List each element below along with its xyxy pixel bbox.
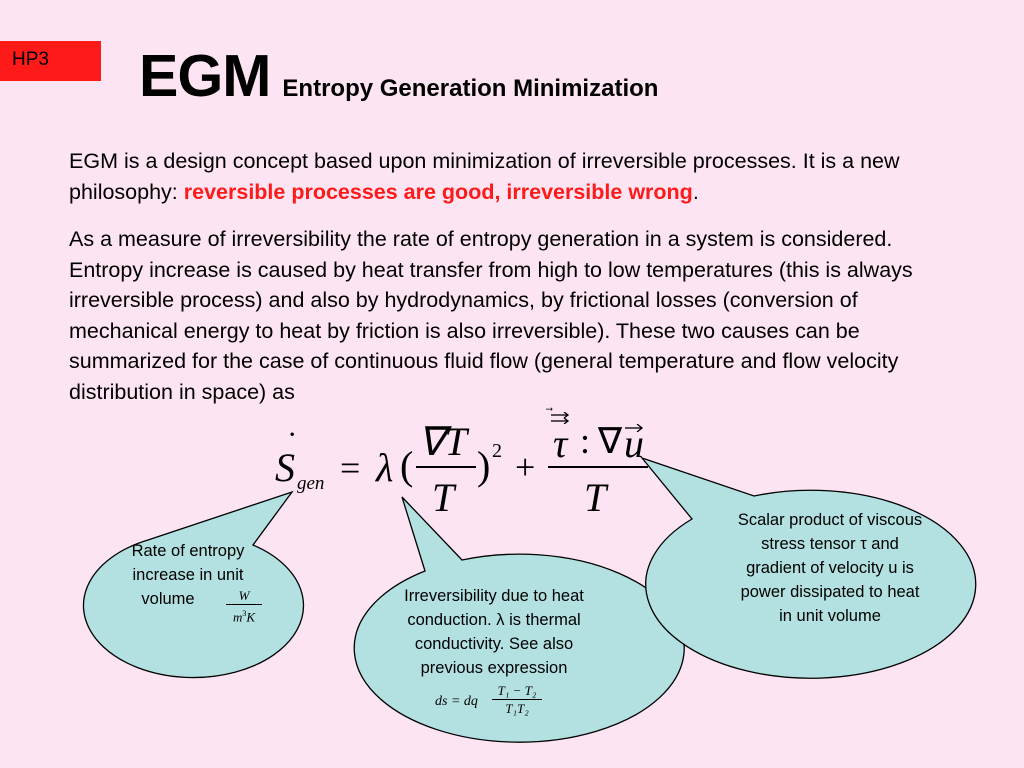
formula-lhs: ds = dq (435, 694, 478, 709)
eq-rparen: ) (477, 443, 491, 488)
eq-dot: · (288, 418, 296, 451)
eq-plus: + (515, 447, 536, 487)
formula-fraction: T₁ − T₂ T₁T₂ (492, 683, 542, 718)
callout-middle-line-3: conductivity. See also (414, 635, 574, 653)
eq-square: 2 (492, 440, 502, 462)
paragraph-explanation: As a measure of irreversibility the rate… (69, 227, 913, 404)
title-main: EGM (139, 43, 271, 109)
intro-highlight: reversible processes are good, irreversi… (183, 179, 693, 204)
callout-middle-text: Irreversibility due to heat conduction. … (364, 584, 624, 680)
callout-left-line-3-row: volume (98, 587, 278, 611)
callout-middle-balloon (353, 496, 685, 743)
title-subtitle: Entropy Generation Minimization (282, 75, 659, 102)
eq-S: S (275, 445, 295, 490)
eq-lparen: ( (400, 443, 414, 488)
formula-numerator: T₁ − T₂ (497, 683, 537, 698)
eq-velocity-arrow (625, 424, 644, 432)
callout-left-line-3: volume (141, 590, 195, 608)
callout-right-line-5: in unit volume (779, 607, 881, 625)
callout-right-line-4: power dissipated to heat (740, 583, 920, 601)
intro-end: . (692, 179, 699, 204)
callout-right-line-1: Scalar product of viscous (737, 511, 923, 529)
unit-den-m: m (232, 609, 243, 625)
eq-equals: = (340, 448, 361, 488)
eq-u: u (624, 421, 644, 466)
eq-fraction-bar-1 (416, 466, 476, 468)
callout-left-balloon (82, 490, 305, 679)
eq-T-denominator-2: T (584, 475, 607, 520)
eq-gen-subscript: gen (297, 473, 325, 494)
unit-denominator: m3K (226, 605, 262, 626)
callout-right-line-2: stress tensor τ and (761, 535, 899, 553)
callout-left-line-1: Rate of entropy (131, 542, 245, 560)
unit-den-exp: 3 (242, 609, 247, 618)
eq-T-denominator-1: T (432, 475, 455, 520)
callout-right-text: Scalar product of viscous stress tensor … (700, 508, 960, 628)
eq-lambda: λ (376, 445, 394, 490)
formula-denominator: T₁T₂ (505, 701, 529, 716)
unit-fraction-bar (226, 604, 262, 605)
eq-colon: : (580, 421, 591, 461)
callout-left-text: Rate of entropy increase in unit volume (98, 539, 278, 611)
eq-nabla: ∇ (598, 421, 623, 461)
intro-text: EGM is a design concept based upon minim… (69, 149, 900, 204)
slide-title: EGM Entropy Generation Minimization (139, 42, 658, 110)
callout-middle-line-4: previous expression (420, 659, 568, 677)
eq-tau: τ (553, 421, 568, 466)
unit-numerator: W (238, 588, 250, 603)
unit-den-K: K (246, 609, 256, 625)
callout-right-line-3: gradient of velocity u is (746, 559, 914, 577)
eq-tensor-arrows (551, 412, 570, 424)
eq-fraction-bar-2 (548, 466, 648, 468)
slide-badge: HP3 (0, 41, 101, 81)
callout-middle-line-1: Irreversibility due to heat (404, 587, 584, 605)
callout-right-balloon (640, 456, 977, 679)
callout-middle-line-2: conduction. λ is thermal (407, 611, 581, 629)
formula-fraction-bar (492, 699, 542, 700)
paragraph-intro: EGM is a design concept based upon minim… (69, 146, 969, 207)
unit-fraction: W m3K (226, 588, 262, 626)
eq-grad-T: ∇T (418, 419, 468, 464)
callout-left-line-2: increase in unit (132, 566, 244, 584)
